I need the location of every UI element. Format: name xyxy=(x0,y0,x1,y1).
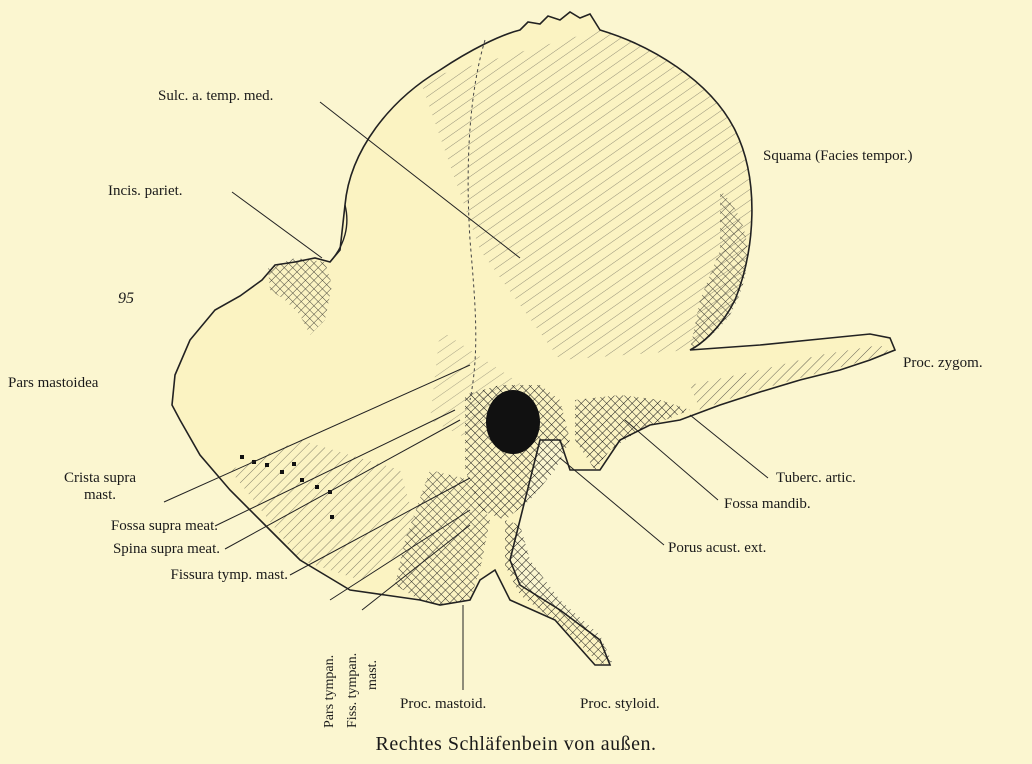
label-porus: Porus acust. ext. xyxy=(668,540,766,557)
label-sulc-temp: Sulc. a. temp. med. xyxy=(158,88,273,105)
label-tuberc-artic: Tuberc. artic. xyxy=(776,470,856,487)
page-number: 95 xyxy=(118,290,134,308)
label-fiss-tympan-mast: mast. xyxy=(365,660,381,690)
crista-line-2: mast. xyxy=(30,487,170,504)
label-proc-mastoid: Proc. mastoid. xyxy=(400,696,486,713)
label-proc-styloid: Proc. styloid. xyxy=(580,696,660,713)
figure-caption: Rechtes Schläfenbein von außen. xyxy=(0,733,1032,756)
label-fiss-tympan: Fiss. tympan. xyxy=(345,653,361,728)
label-crista-supra: Crista supra mast. xyxy=(30,470,170,504)
label-proc-zygom: Proc. zygom. xyxy=(903,355,983,372)
label-fossa-mandib: Fossa mandib. xyxy=(724,496,811,513)
label-incis-pariet: Incis. pariet. xyxy=(108,183,183,200)
label-fissura-tymp: Fissura tymp. mast. xyxy=(40,567,288,584)
label-fossa-supra: Fossa supra meat. xyxy=(20,518,218,535)
label-pars-mastoidea: Pars mastoidea xyxy=(8,375,98,392)
crista-line-1: Crista supra xyxy=(30,470,170,487)
label-pars-tympan: Pars tympan. xyxy=(322,655,338,728)
label-spina-supra: Spina supra meat. xyxy=(20,541,220,558)
porus-opening xyxy=(486,390,540,454)
label-squama: Squama (Facies tempor.) xyxy=(763,148,913,165)
